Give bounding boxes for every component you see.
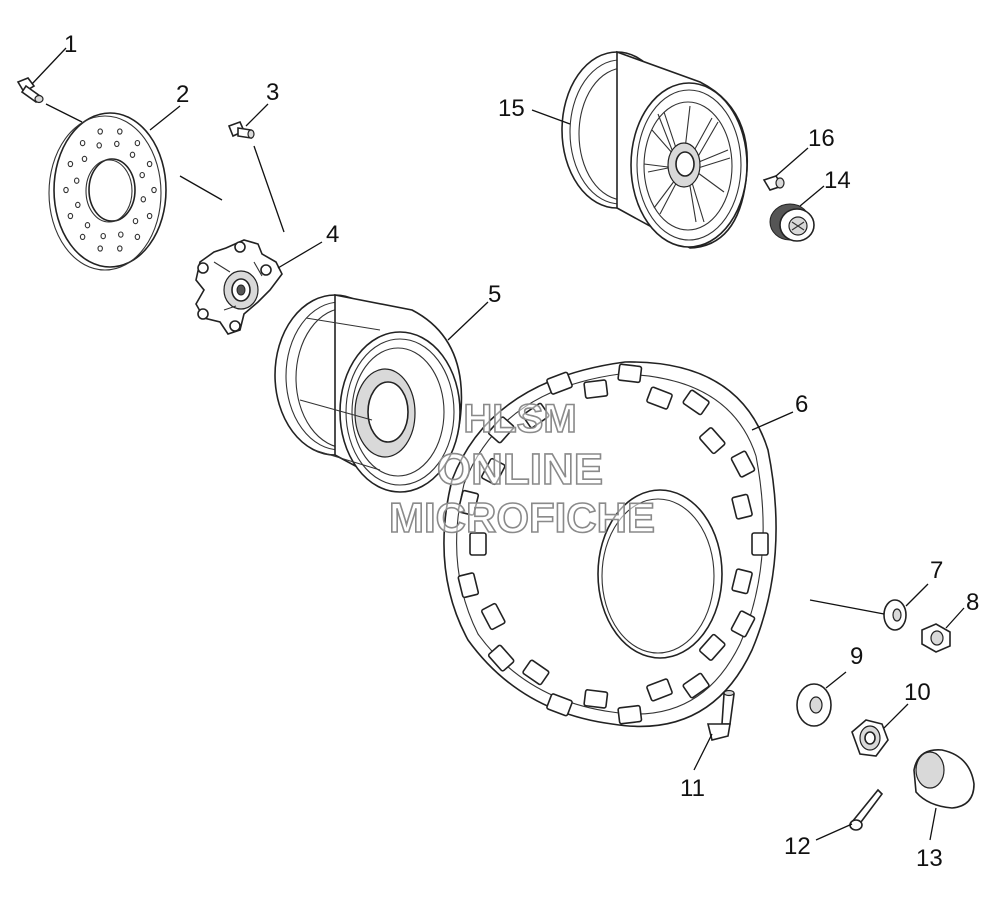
disc-hole [114,140,120,148]
disc-hole [117,245,123,252]
tread-block [751,532,769,556]
tread-block [646,386,673,410]
disc-hole [84,222,91,229]
tread-block [699,427,726,455]
part-2-brake-disc [48,112,167,271]
tread-block [481,602,506,631]
disc-hole [96,142,102,149]
part-7-washer [883,599,907,631]
tread-block [522,402,550,429]
callout-10: 10 [904,679,931,706]
part-13-hub-cap [913,749,975,809]
tread-block [730,450,756,478]
part-8-nut [921,623,951,653]
part-4-hub [195,239,283,335]
watermark: HLSM ONLINE MICROFICHE [388,396,656,542]
callout-12: 12 [784,833,811,860]
tread-block [646,678,673,702]
part-6-tire [443,361,777,728]
tread-block [682,672,710,699]
callout-11: 11 [680,775,705,802]
disc-hole [67,160,74,168]
disc-hole [75,201,81,209]
disc-hole [100,232,106,240]
watermark-line-3: MICROFICHE [389,494,655,541]
part-15-alloy-wheel [561,50,749,249]
wheel-spokes [643,105,731,223]
callout-8: 8 [966,589,979,616]
disc-hole [118,231,124,238]
disc-hole [132,217,139,225]
disc-hole [129,151,136,158]
tread-block [457,572,480,599]
part-12-cotter-pin [849,788,884,831]
part-11-valve-stem [706,689,735,741]
tread-block [682,389,710,416]
callout-15: 15 [498,95,525,122]
disc-hole [134,233,141,241]
leader-lines [31,47,965,841]
tread-block [487,644,515,672]
part-3-stud [227,120,255,139]
disc-hole [79,233,86,241]
disc-hole [73,177,80,184]
part-10-castle-nut [851,719,889,757]
tread-block [481,457,506,486]
callout-5: 5 [488,281,501,308]
tread-block [583,689,609,709]
part-14-center-cap [769,203,815,242]
part-1-bolt [16,77,44,104]
tread-block [731,493,753,520]
tread-block [731,568,753,595]
callout-16: 16 [808,125,835,152]
tread-block [699,633,726,661]
callout-14: 14 [824,167,851,194]
disc-hole [79,139,86,147]
disc-hole [97,245,103,252]
part-5-rim [274,294,463,493]
callout-labels: 1 2 3 4 5 6 7 8 9 10 11 12 13 14 15 16 [64,31,979,872]
tread-block [617,363,643,384]
callout-6: 6 [795,391,808,418]
disc-hole [151,186,157,194]
tread-block [730,610,756,638]
disc-hole [81,155,88,163]
callout-7: 7 [930,557,943,584]
disc-hole [97,128,103,135]
callout-4: 4 [326,221,339,248]
disc-hole [140,196,147,203]
tread-block [546,371,573,395]
watermark-line-2: ONLINE [437,445,603,494]
callout-3: 3 [266,79,279,106]
tread-block [522,659,550,686]
tread-block [583,379,609,399]
tread-block [546,693,573,717]
watermark-line-1: HLSM [463,397,576,441]
disc-hole [134,139,141,147]
callout-2: 2 [176,81,189,108]
tread-block [487,416,515,444]
part-16-valve [762,175,785,191]
disc-hole [139,171,145,179]
callout-9: 9 [850,643,863,670]
disc-hole [117,128,123,135]
tread-block [457,489,480,516]
callout-1: 1 [64,31,77,58]
callout-13: 13 [916,845,943,872]
disc-hole [63,186,69,194]
disc-hole [146,160,153,168]
disc-hole [146,212,153,220]
tire-tread-blocks [457,363,769,725]
tread-block [617,704,643,725]
tread-block [469,532,487,556]
disc-hole [67,212,74,220]
part-9-washer [796,683,832,727]
